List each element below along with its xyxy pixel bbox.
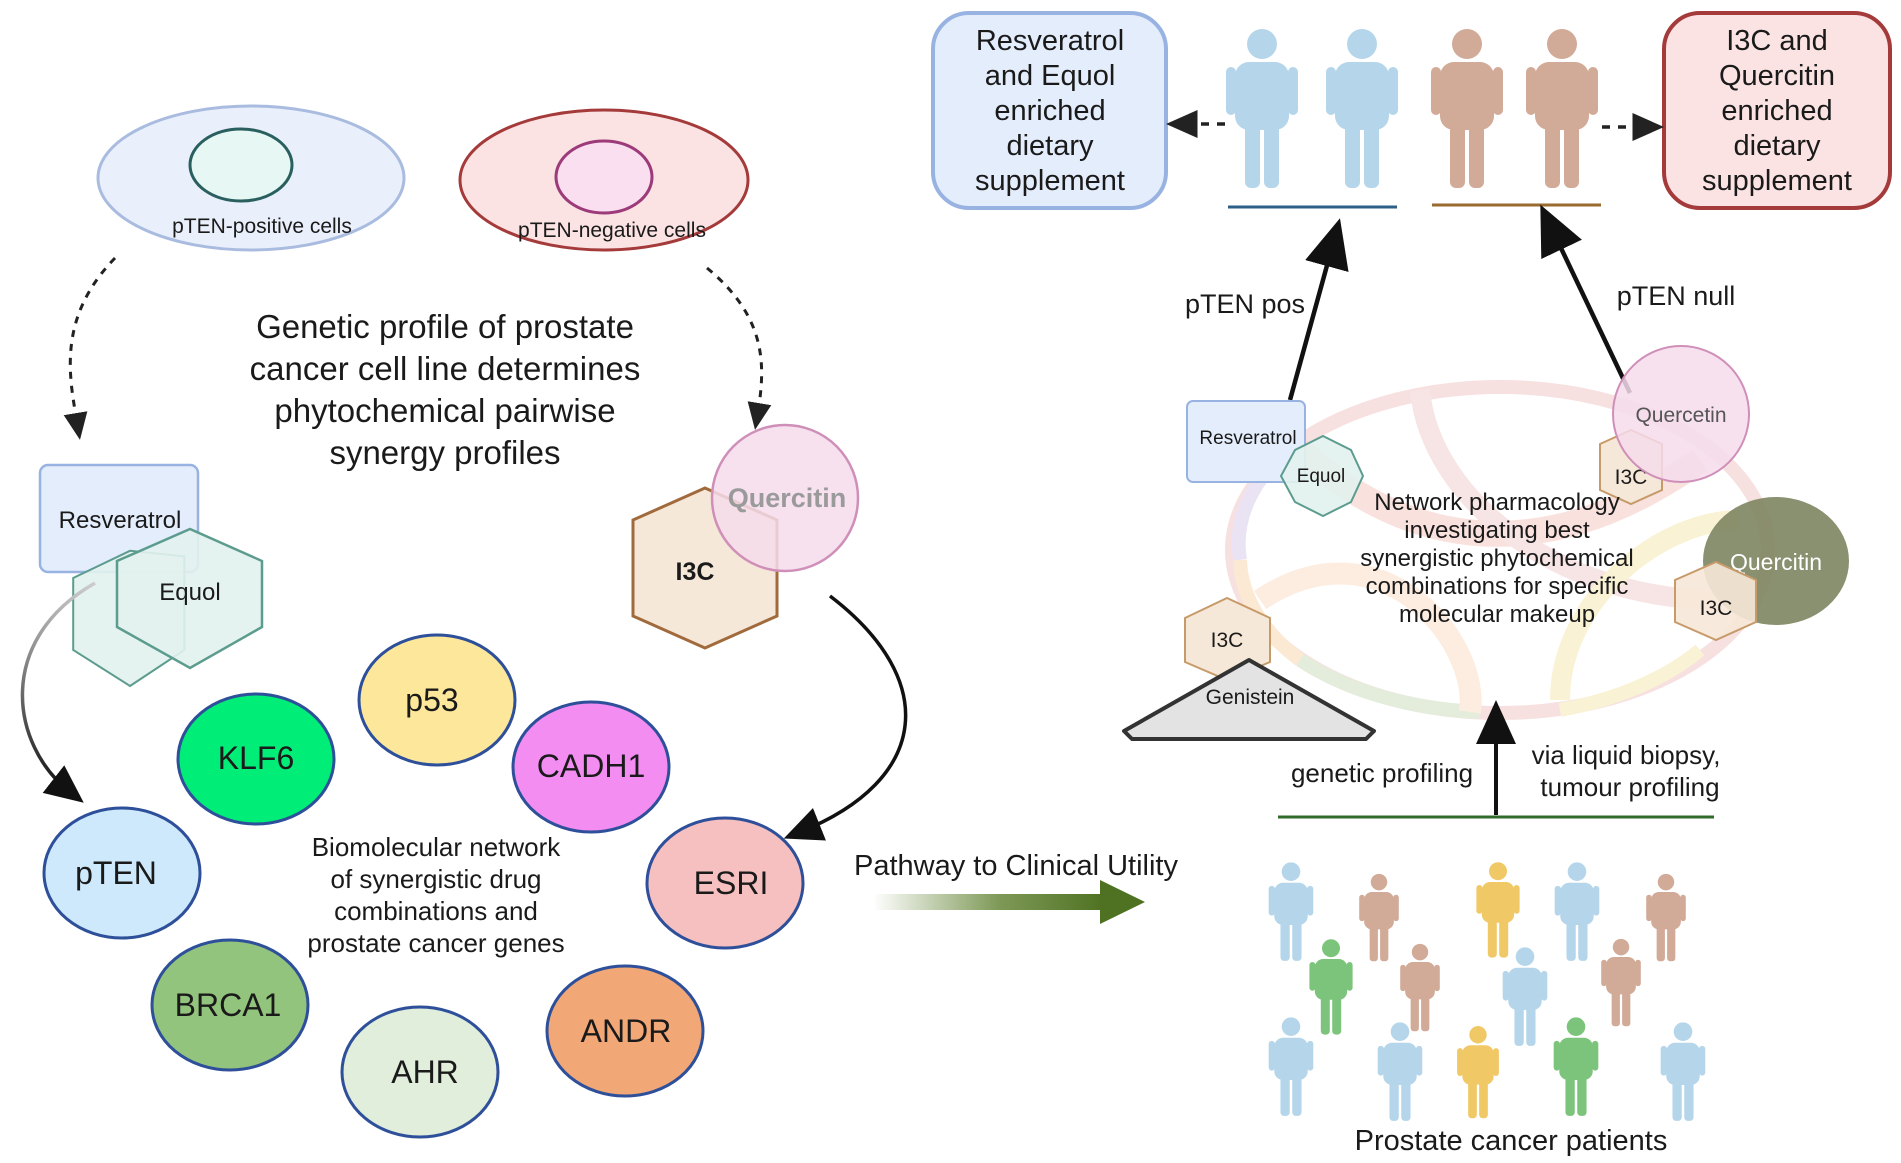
resveratrol-equol-supplement-box: Resveratrol and Equol enriched dietary s… bbox=[931, 11, 1168, 210]
svg-text:synergistic phytochemical: synergistic phytochemical bbox=[1360, 545, 1633, 572]
svg-text:I3C: I3C bbox=[1211, 629, 1244, 652]
svg-text:prostate cancer genes: prostate cancer genes bbox=[307, 928, 564, 958]
svg-text:Quercitin: Quercitin bbox=[1730, 549, 1822, 575]
liquid-biopsy-label: via liquid biopsy, tumour profiling bbox=[1532, 740, 1721, 802]
gene-brca1: BRCA1 bbox=[150, 938, 310, 1072]
i3c-quercitin-supplement-box: I3C and Quercitin enriched dietary suppl… bbox=[1662, 11, 1892, 210]
svg-text:enriched: enriched bbox=[1721, 95, 1832, 127]
svg-text:cancer cell line determines: cancer cell line determines bbox=[250, 350, 641, 387]
genetic-profiling-label: genetic profiling bbox=[1291, 758, 1473, 788]
svg-text:I3C and: I3C and bbox=[1726, 25, 1828, 57]
svg-text:via liquid biopsy,: via liquid biopsy, bbox=[1532, 740, 1721, 770]
svg-text:CADH1: CADH1 bbox=[537, 748, 645, 784]
svg-text:dietary: dietary bbox=[1733, 130, 1821, 162]
gene-andr: ANDR bbox=[545, 964, 705, 1098]
svg-text:I3C: I3C bbox=[1615, 466, 1648, 489]
svg-text:synergy profiles: synergy profiles bbox=[329, 434, 560, 471]
top-patient-groups bbox=[1226, 29, 1601, 209]
svg-text:Quercitin: Quercitin bbox=[1719, 60, 1835, 92]
dashed-arrow-left bbox=[63, 256, 117, 440]
gene-cadh1: CADH1 bbox=[511, 700, 671, 834]
arrow-pten-null bbox=[1540, 204, 1633, 394]
right-quercitin-i3c: Quercitin I3C bbox=[1674, 497, 1849, 642]
equol-label: Equol bbox=[159, 579, 220, 606]
svg-text:supplement: supplement bbox=[1702, 165, 1852, 197]
quercitin-label: Quercitin bbox=[728, 483, 847, 513]
svg-text:KLF6: KLF6 bbox=[218, 740, 294, 776]
gene-ahr: AHR bbox=[340, 1005, 500, 1139]
arrow-pten-pos bbox=[1287, 218, 1349, 401]
resveratrol-label: Resveratrol bbox=[59, 507, 182, 534]
svg-text:ANDR: ANDR bbox=[581, 1013, 672, 1049]
gene-esri: ESRI bbox=[645, 816, 805, 950]
gene-network: pTEN KLF6 p53 CADH1 ESRI ANDR AHR BRCA1 bbox=[42, 633, 805, 1139]
pathway-label: Pathway to Clinical Utility bbox=[854, 850, 1178, 882]
pten-positive-label: pTEN-positive cells bbox=[172, 215, 352, 238]
dashed-arrow-right bbox=[706, 266, 772, 430]
svg-text:combinations and: combinations and bbox=[334, 896, 538, 926]
svg-text:Quercetin: Quercetin bbox=[1635, 404, 1726, 427]
i3c-label: I3C bbox=[676, 558, 715, 586]
svg-text:phytochemical pairwise: phytochemical pairwise bbox=[274, 392, 615, 429]
svg-text:investigating best: investigating best bbox=[1404, 517, 1590, 544]
svg-text:AHR: AHR bbox=[391, 1054, 459, 1090]
resveratrol-equol-pair: Resveratrol Equol bbox=[38, 463, 264, 688]
pten-positive-cell: pTEN-positive cells bbox=[96, 104, 406, 252]
svg-text:Biomolecular network: Biomolecular network bbox=[312, 832, 562, 862]
right-resveratrol-equol: Resveratrol Equol bbox=[1186, 400, 1365, 518]
gene-pten: pTEN bbox=[42, 806, 202, 940]
svg-text:and Equol: and Equol bbox=[985, 60, 1116, 92]
svg-text:Network pharmacology: Network pharmacology bbox=[1374, 489, 1619, 516]
svg-text:ESRI: ESRI bbox=[694, 865, 769, 901]
svg-text:combinations for specific: combinations for specific bbox=[1366, 573, 1629, 600]
svg-text:p53: p53 bbox=[405, 682, 458, 718]
curved-arrow-to-pten bbox=[20, 581, 96, 803]
left-title: Genetic profile of prostate cancer cell … bbox=[250, 308, 641, 471]
svg-text:of synergistic drug: of synergistic drug bbox=[331, 864, 542, 894]
pten-negative-label: pTEN-negative cells bbox=[518, 219, 706, 242]
network-pharmacology-label: Network pharmacology investigating best … bbox=[1360, 489, 1633, 628]
pten-pos-label: pTEN pos bbox=[1185, 289, 1305, 319]
right-quercetin-i3c-top: I3C Quercetin bbox=[1599, 345, 1750, 506]
curved-arrow-to-esri bbox=[783, 594, 908, 841]
svg-text:Resveratrol: Resveratrol bbox=[976, 25, 1124, 57]
svg-text:BRCA1: BRCA1 bbox=[175, 987, 282, 1023]
patients-label: Prostate cancer patients bbox=[1355, 1125, 1668, 1157]
gene-p53: p53 bbox=[357, 633, 517, 767]
svg-text:tumour profiling: tumour profiling bbox=[1540, 772, 1719, 802]
right-i3c-genistein: I3C Genistein bbox=[1122, 596, 1376, 741]
svg-text:dietary: dietary bbox=[1006, 130, 1094, 162]
gene-klf6: KLF6 bbox=[176, 692, 336, 826]
quercitin-i3c-pair: Quercitin I3C bbox=[631, 423, 860, 650]
svg-text:enriched: enriched bbox=[994, 95, 1105, 127]
pten-negative-cell: pTEN-negative cells bbox=[458, 108, 750, 252]
pathway-arrow bbox=[873, 880, 1145, 924]
svg-text:Resveratrol: Resveratrol bbox=[1199, 428, 1296, 449]
svg-text:Genistein: Genistein bbox=[1206, 686, 1295, 709]
svg-text:I3C: I3C bbox=[1700, 597, 1733, 620]
svg-text:supplement: supplement bbox=[975, 165, 1125, 197]
svg-text:molecular makeup: molecular makeup bbox=[1399, 601, 1595, 628]
svg-text:Genetic profile of prostate: Genetic profile of prostate bbox=[256, 308, 634, 345]
svg-text:pTEN: pTEN bbox=[75, 855, 157, 891]
prostate-cancer-patients bbox=[1268, 862, 1706, 1121]
pten-null-label: pTEN null bbox=[1617, 281, 1736, 311]
network-label: Biomolecular network of synergistic drug… bbox=[307, 832, 564, 958]
svg-text:Equol: Equol bbox=[1297, 466, 1346, 487]
